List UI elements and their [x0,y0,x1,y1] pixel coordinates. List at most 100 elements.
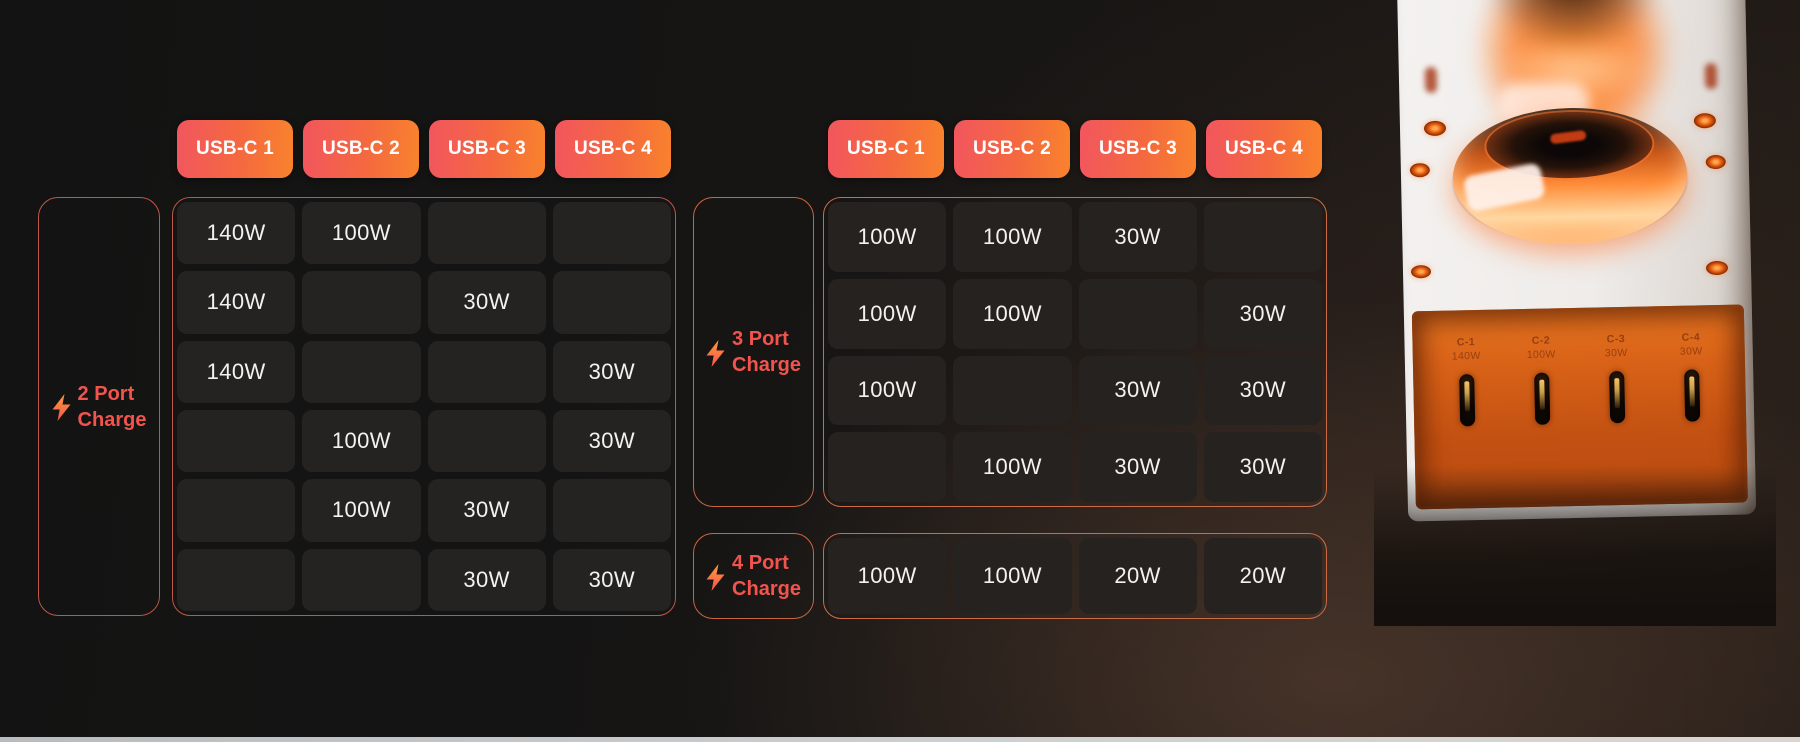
label-3-port-charge: 3 Port Charge [693,197,814,507]
watt-cell-empty [177,409,296,473]
port-watt-label: 30W [1604,346,1628,360]
usb-c-chip: USB-C 4 [1206,120,1322,178]
port-watt-label: 100W [1526,348,1556,361]
watt-cell: 30W [552,409,671,473]
watt-cell: 30W [427,548,546,611]
usb-c-chip: USB-C 3 [1080,120,1196,178]
port-watt-label: 30W [1679,345,1703,358]
watt-cell: 140W [177,271,296,334]
watt-cell-empty [1078,278,1197,349]
watt-cell: 30W [552,548,671,611]
watt-cell: 20W [1078,538,1197,614]
watt-cell: 140W [177,202,296,265]
watt-cell-empty [552,202,671,265]
watt-cell-empty [953,355,1072,426]
watt-cell: 30W [1203,355,1322,426]
port-name-label: C-1 [1456,336,1476,349]
group-label-line: Charge [77,408,147,431]
watt-cell-empty [1203,202,1322,272]
red-marking [1424,66,1438,94]
watt-cell: 100W [953,432,1072,502]
port-name-label: C-4 [1681,331,1701,344]
watt-cell: 30W [427,479,546,542]
usb-c-pin [1689,376,1695,407]
usb-c-chip: USB-C 4 [555,120,671,178]
group-label: 3 Port Charge [732,326,801,378]
watt-cell-empty [828,432,947,502]
usb-c-chip: USB-C 1 [177,120,293,178]
usb-c-chip: USB-C 1 [828,120,944,178]
usb-c-slot [1609,370,1626,424]
group-label: 2 Port Charge [78,381,147,433]
port-name-label: C-3 [1606,332,1626,346]
watt-cell-empty [427,340,546,403]
group-label-line: 2 Port [77,382,135,405]
usb-c-chip: USB-C 2 [303,120,419,178]
group-label-line: 3 Port [732,328,789,350]
group-label-line: Charge [732,578,801,600]
usb-c-pin [1614,378,1620,409]
watt-cell: 100W [302,409,421,473]
watt-cell-empty [552,479,671,542]
watt-cell: 100W [828,355,947,426]
watt-cell-empty [302,548,421,611]
watt-cell: 100W [828,278,947,349]
group-label: 4 Port Charge [732,550,801,602]
indicator-light [1410,264,1432,279]
watt-cell: 100W [828,202,947,272]
watt-cell: 100W [953,202,1072,272]
label-2-port-charge: 2 Port Charge [38,197,160,616]
watt-cell-empty [177,479,296,542]
usb-c-chip: USB-C 2 [954,120,1070,178]
watt-cell: 20W [1203,538,1322,614]
watt-cell: 100W [953,538,1072,614]
watt-cell: 30W [1203,278,1322,349]
indicator-light [1705,260,1729,276]
watt-cell: 30W [427,271,546,334]
lightning-bolt-icon [706,339,725,367]
watt-cell-empty [302,340,421,403]
label-4-port-charge: 4 Port Charge [693,533,814,619]
group-label-line: 4 Port [732,552,789,574]
watt-cell: 100W [953,278,1072,349]
usb-c-pin [1464,381,1470,412]
watt-cell: 140W [177,340,296,403]
red-marking [1704,62,1718,90]
lightning-bolt-icon [52,394,71,421]
port-name-label: C-2 [1531,334,1551,347]
watt-cell-empty [427,202,546,265]
watt-cell-empty [302,271,421,334]
watt-cell: 30W [1078,432,1197,502]
watt-cell: 100W [828,538,947,614]
watt-cell-empty [552,271,671,334]
watt-cell: 100W [302,202,421,265]
usb-c-slot [1534,372,1551,425]
watt-cell-empty [177,548,296,611]
shadow-fade [1374,466,1776,626]
usb-c-slot [1684,369,1701,422]
bottom-page-strip [0,737,1800,742]
port-watt-label: 140W [1451,349,1481,363]
group-label-line: Charge [732,354,801,376]
usb-c-chip: USB-C 3 [429,120,545,178]
watt-cell: 100W [302,479,421,542]
watt-cell: 30W [1078,202,1197,272]
lightning-bolt-icon [706,563,725,591]
watt-cell: 30W [1078,355,1197,426]
usb-c-pin [1539,379,1545,410]
watt-cell: 30W [1203,432,1322,502]
watt-cell-empty [427,409,546,473]
usb-c-slot [1459,374,1476,427]
